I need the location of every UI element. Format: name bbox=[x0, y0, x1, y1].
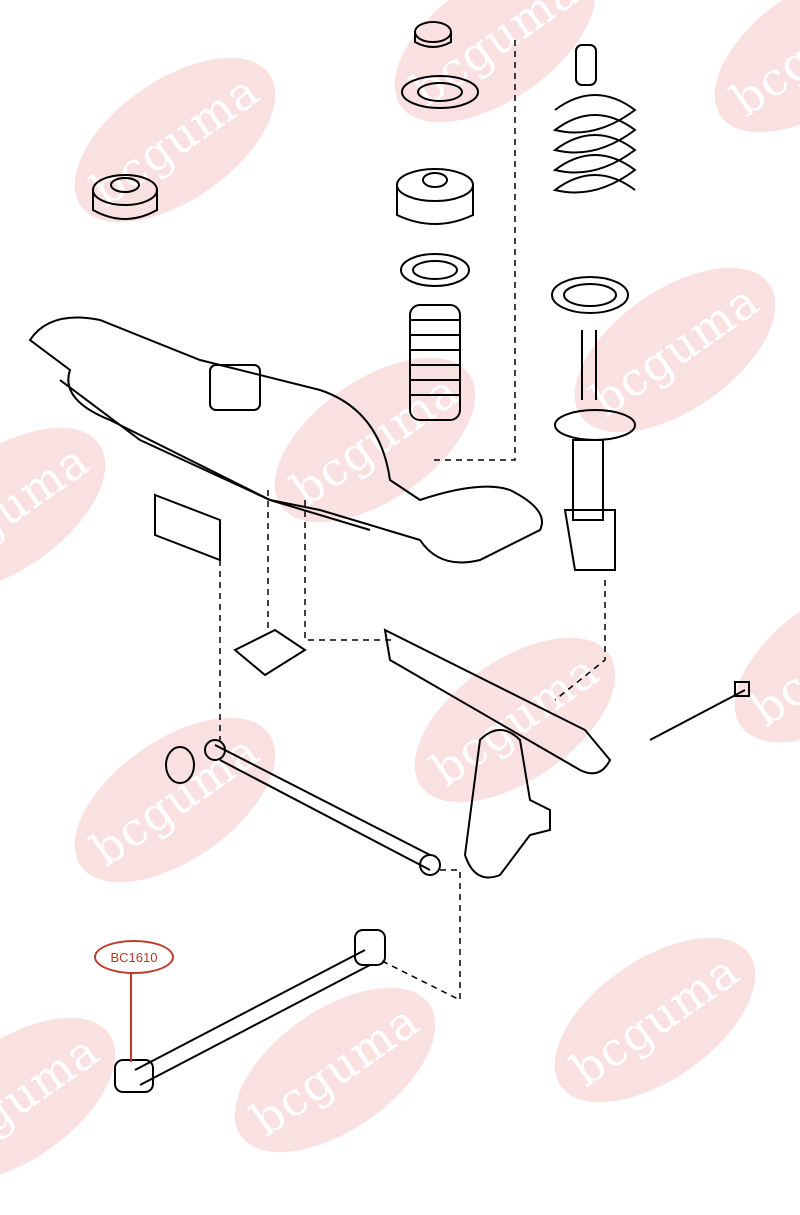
subframe bbox=[28, 316, 543, 564]
part-number-label: BC1610 bbox=[110, 949, 158, 965]
subframe-bracket bbox=[154, 493, 221, 562]
strut-top-mount bbox=[396, 168, 474, 225]
bump-stop-boot bbox=[409, 304, 461, 421]
callout-leader-line bbox=[130, 972, 132, 1062]
subframe-mount bbox=[209, 364, 261, 411]
shock-absorber bbox=[554, 330, 636, 571]
long-bolt bbox=[649, 681, 750, 741]
bump-stop bbox=[575, 44, 597, 86]
lateral-link bbox=[204, 739, 441, 876]
dashed-guides bbox=[219, 40, 606, 1002]
knuckle bbox=[463, 729, 551, 879]
top-cap bbox=[414, 21, 452, 48]
spring-seat-plate bbox=[401, 75, 479, 109]
coil-spring bbox=[552, 94, 637, 194]
strut-mount bbox=[92, 174, 158, 220]
bushing-ring bbox=[165, 746, 195, 784]
trailing-link-bc1610 bbox=[114, 929, 386, 1093]
part-number-callout[interactable]: BC1610 bbox=[94, 940, 174, 974]
parts-drawing bbox=[28, 21, 750, 1093]
lower-spring-insulator bbox=[551, 276, 629, 314]
upper-control-arm bbox=[383, 628, 612, 775]
pad bbox=[233, 628, 307, 677]
upper-spring-insulator bbox=[400, 253, 470, 287]
